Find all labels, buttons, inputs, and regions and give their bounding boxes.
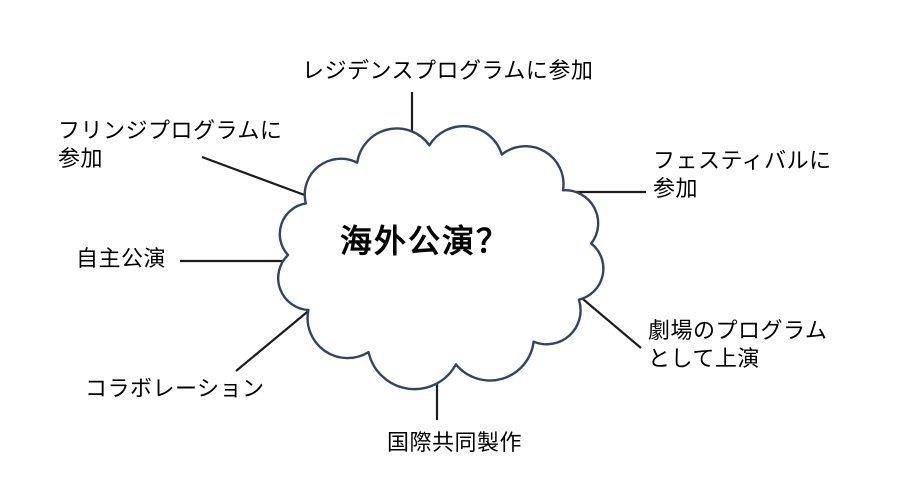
cloud-shape	[277, 124, 605, 391]
node-label-theater-program: 劇場のプログラム として上演	[648, 318, 828, 371]
connector-collaboration-line	[235, 307, 313, 372]
cloud-center-label: 海外公演？	[340, 223, 511, 259]
node-label-residency: レジデンスプログラムに参加	[302, 58, 594, 83]
node-label-self-produced: 自主公演	[76, 246, 167, 271]
node-label-fringe: フリンジプログラムに 参加	[58, 118, 283, 171]
node-label-international-coproduction: 国際共同製作	[387, 430, 523, 455]
node-label-collaboration: コラボレーション	[85, 376, 265, 401]
connector-fringe-line	[201, 155, 319, 202]
node-label-festival: フェスティバルに 参加	[653, 148, 832, 201]
